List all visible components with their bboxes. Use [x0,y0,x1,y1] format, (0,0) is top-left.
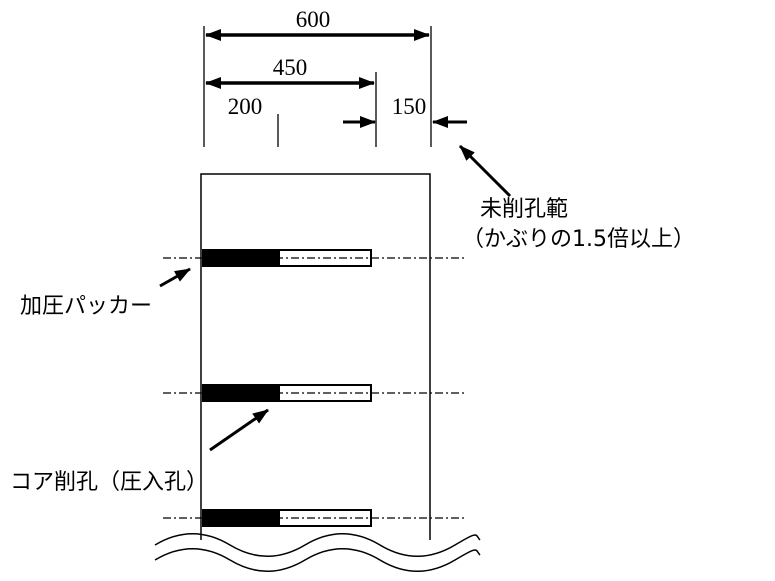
dimension-600: 600 [296,7,331,32]
concrete-section [200,173,431,540]
dimension-450: 450 [273,55,308,80]
dimension-200: 200 [228,94,263,119]
extension-lines [203,26,432,147]
dimension-150: 150 [392,94,427,119]
uncut-zone-note: （かぶりの1.5倍以上） [462,227,695,252]
break-lines [154,533,481,572]
hole-1 [163,249,467,267]
packer-label: 加圧パッカー [20,294,152,319]
packer-leader-arrow [159,267,191,288]
uncut-zone-label: 未削孔範 [480,197,568,222]
core-hole-label: コア削孔（圧入孔） [10,470,208,495]
core-hole-leader-arrow [209,408,269,452]
uncut-leader-arrow [458,144,512,198]
hole-3 [163,509,467,527]
hole-2 [163,384,467,402]
